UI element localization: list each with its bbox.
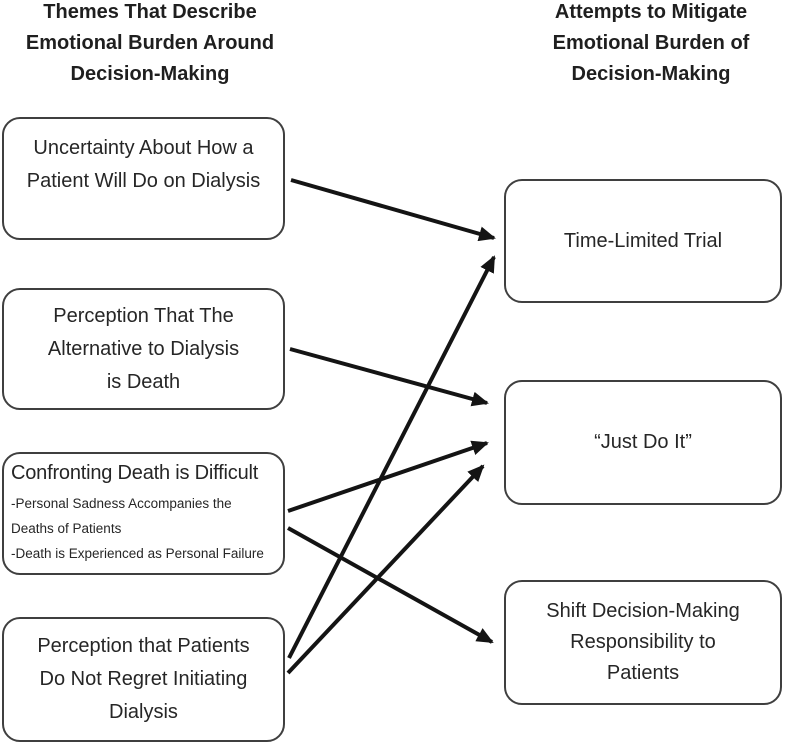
mitigation-box-just-do-it-label: “Just Do It” xyxy=(594,431,692,453)
mitigation-box-shift-responsibility-label: Shift Decision-Making Responsibility to … xyxy=(546,600,740,684)
arrow-confronting-death-to-shift-responsibility xyxy=(287,526,494,644)
theme-box-confronting-death-title: Confronting Death is Difficult xyxy=(11,462,259,484)
theme-box-uncertainty-label: Uncertainty About How a Patient Will Do … xyxy=(26,137,261,192)
column-header-themes: Themes That Describe Emotional Burden Ar… xyxy=(25,1,275,85)
mitigation-box-shift-responsibility: Shift Decision-Making Responsibility to … xyxy=(504,580,782,705)
theme-box-no-regret: Perception that Patients Do Not Regret I… xyxy=(2,617,285,742)
theme-box-confronting-death-subtext: -Personal Sadness Accompanies the Deaths… xyxy=(11,496,264,561)
theme-box-alternative-is-death-label: Perception That The Alternative to Dialy… xyxy=(47,304,240,393)
mitigation-box-time-limited-trial-label: Time-Limited Trial xyxy=(563,229,723,252)
arrow-no-regret-to-time-limited-trial xyxy=(287,255,496,659)
arrow-confronting-death-to-just-do-it xyxy=(287,440,489,513)
arrow-alternative-death-to-just-do-it xyxy=(289,347,489,407)
theme-box-alternative-is-death: Perception That The Alternative to Dialy… xyxy=(2,288,285,410)
theme-box-confronting-death: Confronting Death is Difficult -Personal… xyxy=(2,452,285,575)
arrow-uncertainty-to-time-limited-trial xyxy=(290,178,496,242)
mitigation-box-just-do-it: “Just Do It” xyxy=(504,380,782,505)
arrow-no-regret-to-just-do-it xyxy=(286,464,485,675)
theme-box-uncertainty: Uncertainty About How a Patient Will Do … xyxy=(2,117,285,240)
theme-box-no-regret-label: Perception that Patients Do Not Regret I… xyxy=(37,635,250,723)
mitigation-box-time-limited-trial: Time-Limited Trial xyxy=(504,179,782,303)
column-header-mitigation: Attempts to Mitigate Emotional Burden of… xyxy=(552,1,750,85)
